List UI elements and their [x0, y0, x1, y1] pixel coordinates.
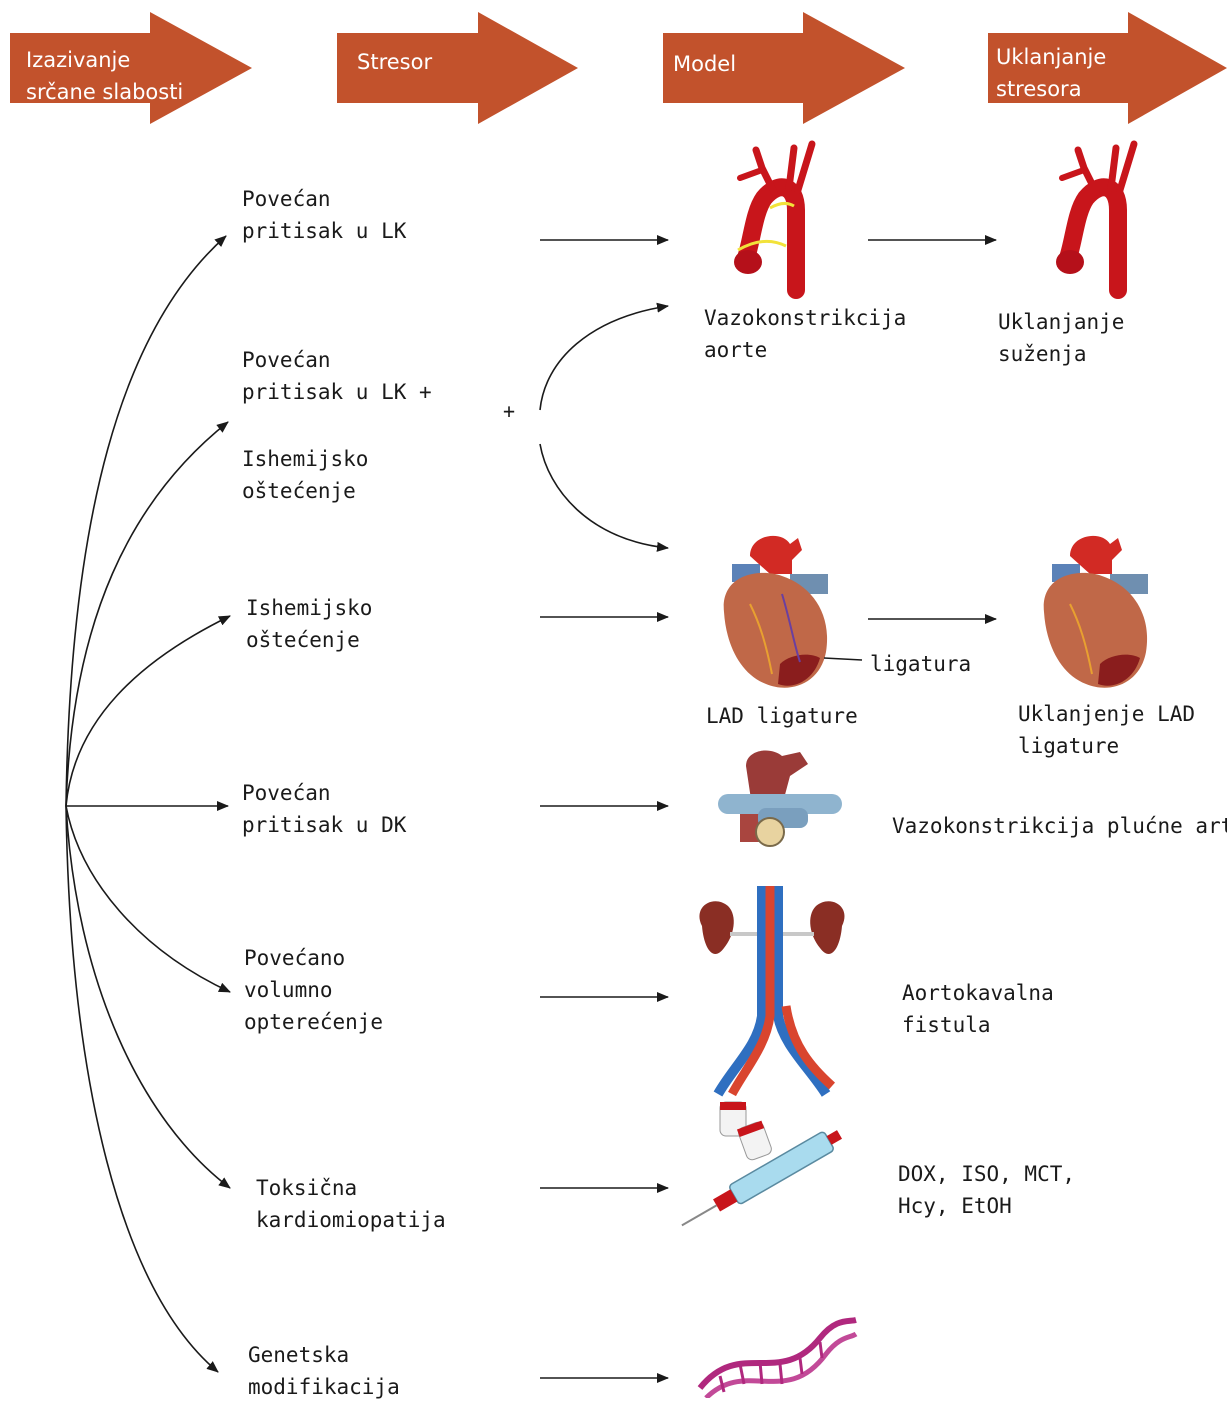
- aorta-icon: [734, 144, 812, 290]
- stressor-lk-pressure-combined: Povećan pritisak u LK +: [242, 344, 432, 408]
- aorta-icon-removal: [1056, 144, 1134, 290]
- model-lad-removal: Uklanjenje LAD ligature: [1018, 698, 1195, 762]
- fan-arrow-7: [66, 806, 218, 1372]
- arrow-combined-to-aorta: [540, 306, 668, 410]
- model-pulmonary-constriction: Vazokonstrikcija plućne arterij: [892, 810, 1227, 842]
- header-step-1: Izazivanje srčane slabosti: [26, 44, 183, 108]
- stressor-genetic-modification: Genetska modifikacija: [248, 1339, 400, 1403]
- fan-arrow-6: [66, 806, 230, 1188]
- fan-arrow-3: [66, 616, 230, 806]
- ligatura-pointer-line: [824, 658, 862, 660]
- heart-icon-removal: [1044, 536, 1148, 688]
- header-step-4: Uklanjanje stresora: [996, 41, 1106, 105]
- model-aortocaval-fistula: Aortokavalna fistula: [902, 977, 1054, 1041]
- stressor-lk-pressure: Povećan pritisak u LK: [242, 183, 406, 247]
- fan-arrow-1: [66, 236, 226, 806]
- model-ligatura-label: ligatura: [870, 648, 971, 680]
- model-lad-ligature: LAD ligature: [706, 700, 858, 732]
- stressor-ischemia-combined: Ishemijsko oštećenje: [242, 443, 368, 507]
- heart-icon: [724, 536, 828, 688]
- header-step-2: Stresor: [357, 46, 432, 78]
- header-step-3: Model: [673, 48, 736, 80]
- stressor-dk-pressure: Povećan pritisak u DK: [242, 777, 406, 841]
- model-toxins: DOX, ISO, MCT, Hcy, EtOH: [898, 1158, 1075, 1222]
- dna-icon: [700, 1320, 856, 1398]
- fan-arrow-2: [66, 422, 228, 806]
- arrow-combined-to-heart: [540, 444, 668, 548]
- model-aorta-removal: Uklanjanje suženja: [998, 306, 1124, 370]
- fan-arrow-5: [66, 806, 230, 992]
- pulmonary-artery-icon: [718, 751, 842, 846]
- stressor-ischemia: Ishemijsko oštećenje: [246, 592, 372, 656]
- model-aorta-constriction: Vazokonstrikcija aorte: [704, 302, 906, 366]
- stressor-volume-overload: Povećano volumno opterećenje: [244, 942, 383, 1038]
- fan-arrows: [66, 236, 230, 1372]
- kidney-vessels-icon: [699, 886, 844, 1094]
- syringe-vials-icon: [676, 1102, 845, 1235]
- combine-symbol: +: [503, 399, 515, 423]
- stressor-toxic-cardiomyopathy: Toksična kardiomiopatija: [256, 1172, 446, 1236]
